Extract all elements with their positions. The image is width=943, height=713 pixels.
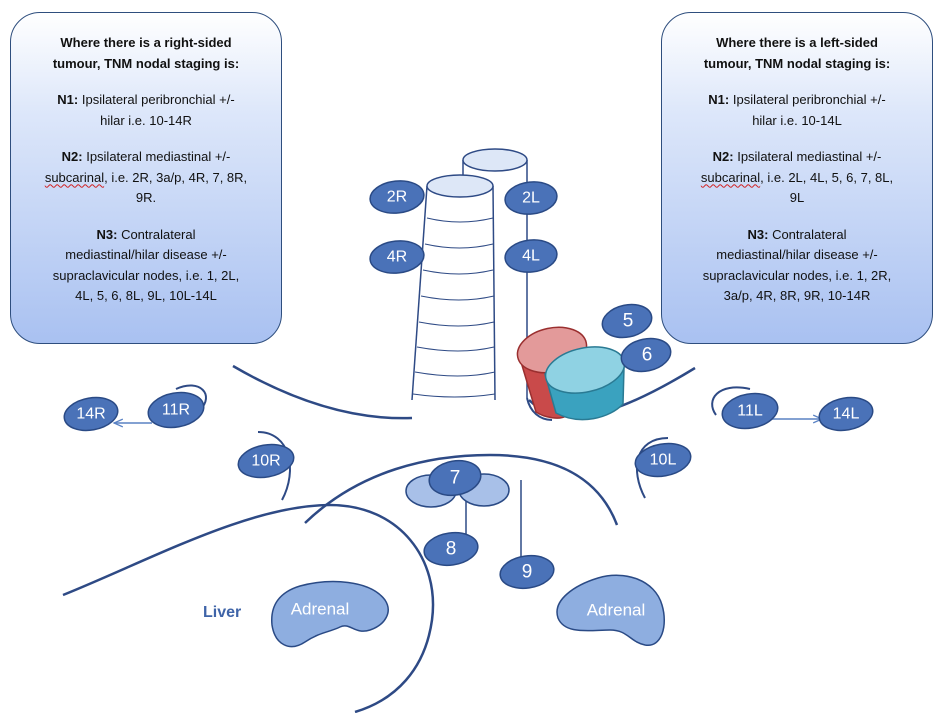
right-n3-label: N3: (96, 226, 118, 242)
node-14r-shape (63, 396, 119, 432)
node-6-label: 6 (642, 345, 653, 366)
left-n2-line-1: Ipsilateral mediastinal +/- (733, 149, 882, 164)
left-n3-line-3: supraclavicular nodes, i.e. 1, 2R, (702, 267, 892, 283)
left-n3-paragraph: N3: Contralateral mediastinal/hilar dise… (674, 225, 920, 307)
node-6-shape (620, 337, 672, 373)
right-n2-line-2: , i.e. 2R, 3a/p, 4R, 7, 8R, (104, 169, 248, 185)
node-7-label: 7 (450, 468, 461, 489)
node-4r-shape (369, 240, 425, 274)
right-n3-line-1: Contralateral (117, 226, 196, 242)
left-n1-line-2: hilar i.e. 10-14L (752, 112, 842, 128)
node-10l-shape (634, 442, 692, 478)
hilar-bracket-left (711, 386, 751, 416)
left-n3-line-4: 3a/p, 4R, 8R, 9R, 10-14R (723, 288, 871, 303)
right-n2-line-3: 9R. (135, 190, 157, 205)
right-n1-label: N1: (57, 92, 79, 107)
node-7-shape (428, 459, 482, 497)
right-n1-line-2: hilar i.e. 10-14R (100, 112, 192, 128)
left-heading-line-1: Where there is a left-sided (716, 35, 878, 50)
adrenal-left-label: Adrenal (587, 601, 646, 620)
right-n1-line-1: Ipsilateral peribronchial +/- (78, 92, 235, 107)
left-n2-label: N2: (712, 149, 734, 164)
right-n2-paragraph: N2: Ipsilateral mediastinal +/- subcarin… (25, 147, 267, 209)
adrenal-left-shape (556, 574, 666, 646)
node-5-label: 5 (623, 311, 634, 332)
left-n1-line-1: Ipsilateral peribronchial +/- (729, 92, 886, 107)
node-4l-shape (504, 239, 558, 273)
node-8-shape (423, 531, 479, 567)
liver-outline (62, 503, 435, 713)
right-n1-paragraph: N1: Ipsilateral peribronchial +/- hilar … (25, 90, 267, 131)
adrenal-right-label: Adrenal (291, 600, 350, 619)
right-n3-paragraph: N3: Contralateral mediastinal/hilar dise… (25, 225, 267, 307)
node-14l-shape (818, 396, 874, 432)
left-n3-label: N3: (747, 226, 769, 242)
node-11r-shape (147, 391, 205, 429)
node-8-label: 8 (446, 539, 457, 560)
tracheal-rings (412, 217, 496, 398)
left-n2-subcarinal-word: subcarinal (700, 169, 761, 185)
node-11l-shape (721, 392, 779, 430)
left-n3-line-2: mediastinal/hilar disease +/- (716, 247, 878, 262)
left-n3-line-1: Contralateral (768, 226, 847, 242)
node-2l-shape (504, 181, 558, 215)
right-n3-line-2: mediastinal/hilar disease +/- (65, 247, 227, 262)
right-heading-line-2: tumour, TNM nodal staging is: (52, 55, 240, 71)
adrenal-right-shape (271, 580, 389, 648)
node-4l-label: 4L (522, 248, 540, 265)
left-panel-heading: Where there is a left-sided tumour, TNM … (674, 33, 920, 74)
node-4r-label: 4R (387, 249, 407, 266)
right-heading-line-1: Where there is a right-sided (60, 35, 232, 50)
right-n3-line-3: supraclavicular nodes, i.e. 1, 2L, (52, 267, 240, 283)
left-n2-line-3: 9L (789, 190, 805, 205)
right-n3-line-4: 4L, 5, 6, 8L, 9L, 10L-14L (75, 288, 217, 303)
node-2l-label: 2L (522, 190, 540, 207)
node-9-label: 9 (522, 562, 533, 583)
node-9-shape (499, 554, 555, 590)
left-n2-paragraph: N2: Ipsilateral mediastinal +/- subcarin… (674, 147, 920, 209)
right-n2-label: N2: (61, 149, 83, 164)
node-5-shape (601, 303, 653, 339)
node-11l-label: 11L (737, 403, 763, 420)
trachea (411, 174, 496, 401)
node-14r-label: 14R (76, 406, 105, 423)
left-n1-label: N1: (708, 92, 730, 107)
left-n2-line-2: , i.e. 2L, 4L, 5, 6, 7, 8L, (760, 169, 894, 185)
right-n2-line-1: Ipsilateral mediastinal +/- (82, 149, 231, 164)
node-10r-shape (237, 443, 295, 479)
left-heading-line-2: tumour, TNM nodal staging is: (703, 55, 891, 71)
left-sided-tumour-staging-panel: Where there is a left-sided tumour, TNM … (661, 12, 933, 344)
node-14l-label: 14L (833, 406, 860, 423)
node-10r-label: 10R (251, 453, 280, 470)
node-10l-label: 10L (650, 452, 677, 469)
node-11r-label: 11R (162, 402, 190, 419)
node-2r-label: 2R (387, 189, 407, 206)
left-n1-paragraph: N1: Ipsilateral peribronchial +/- hilar … (674, 90, 920, 131)
liver-label: Liver (203, 604, 241, 621)
pulmonary-cylinder (544, 346, 626, 421)
node-2r-shape (369, 180, 425, 214)
right-sided-tumour-staging-panel: Where there is a right-sided tumour, TNM… (10, 12, 282, 344)
right-panel-heading: Where there is a right-sided tumour, TNM… (25, 33, 267, 74)
right-n2-subcarinal-word: subcarinal (44, 169, 105, 185)
diaphragm-arc (304, 453, 619, 526)
